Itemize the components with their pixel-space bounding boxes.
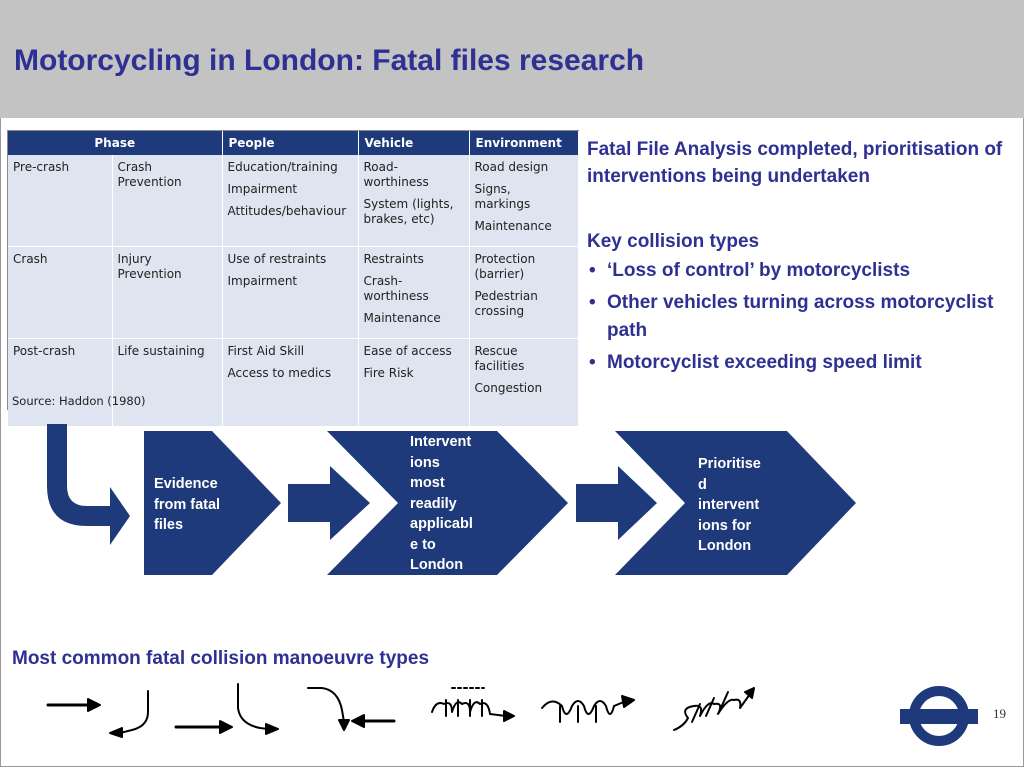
cell-entry: Protection(barrier) — [474, 252, 536, 281]
cell-entry: Attitudes/behaviour — [227, 204, 347, 218]
table-source: Source: Haddon (1980) — [12, 394, 146, 408]
cell-entry: Road-worthiness — [363, 160, 429, 189]
collision-type-label: Other vehicles turning across motorcycli… — [607, 292, 994, 341]
cell-entry: Maintenance — [363, 311, 441, 325]
bullet-icon: • — [589, 260, 596, 281]
slide-title: Motorcycling in London: Fatal files rese… — [14, 44, 645, 77]
collision-types-list: • ‘Loss of control’ by motorcyclists • Othe… — [587, 257, 1012, 377]
header-people: People — [222, 131, 359, 155]
bullet-icon: • — [589, 292, 596, 313]
key-findings: Fatal File Analysis completed, prioritis… — [587, 136, 1012, 381]
cell-entry: Road design — [474, 160, 549, 174]
cell-entry: Crash-worthiness — [363, 274, 429, 303]
cell-entry: Education/training — [227, 160, 338, 174]
cell-entry: Crash — [13, 252, 48, 266]
collision-type-label: ‘Loss of control’ by motorcyclists — [607, 260, 911, 281]
cell-entry: Impairment — [227, 274, 298, 288]
cell-entry: Post-crash — [13, 344, 76, 358]
collision-type-item: • Motorcyclist exceeding speed limit — [587, 349, 1012, 377]
manoeuvre-types-heading: Most common fatal collision manoeuvre ty… — [12, 648, 430, 669]
cell-entry: Access to medics — [227, 366, 332, 380]
cell-entry: Ease of access — [363, 344, 452, 358]
header-phase: Phase — [8, 131, 223, 155]
table-cell-phase: Crash — [8, 246, 113, 339]
cell-entry: Life sustaining — [117, 344, 205, 358]
table-cell-phase: Post-crash — [8, 338, 113, 427]
cell-entry: Signs,markings — [474, 182, 531, 211]
table-row: Post-crash Life sustaining First Aid Skill… — [8, 338, 579, 427]
cell-entry: Congestion — [474, 381, 543, 395]
cell-entry: Use of restraints — [227, 252, 327, 266]
collision-type-item: • Other vehicles turning across motorcycl… — [587, 289, 1012, 345]
collision-types-heading: Key collision types — [587, 231, 760, 252]
cell-entry: First Aid Skill — [227, 344, 305, 358]
table-header-row: Phase People Vehicle Environment — [8, 131, 579, 155]
analysis-status: Fatal File Analysis completed, prioritis… — [587, 139, 1003, 187]
header-environment: Environment — [469, 131, 579, 155]
cell-entry: System (lights,brakes, etc) — [363, 197, 454, 226]
header-vehicle: Vehicle — [358, 131, 470, 155]
collision-type-label: Motorcyclist exceeding speed limit — [607, 352, 922, 373]
cell-entry: Fire Risk — [363, 366, 414, 380]
slide-header: Motorcycling in London: Fatal files rese… — [0, 0, 1024, 118]
cell-entry: Pre-crash — [13, 160, 70, 174]
table-cell-phase: Pre-crash — [8, 155, 113, 247]
cell-entry: Restraints — [363, 252, 424, 266]
cell-entry: Impairment — [227, 182, 298, 196]
haddon-matrix: Phase People Vehicle Environment Pre-cra… — [7, 130, 579, 427]
table-cell-sub: Life sustaining — [112, 338, 223, 427]
cell-entry: Maintenance — [474, 219, 552, 233]
page-number: 19 — [993, 706, 1006, 721]
collision-type-item: • ‘Loss of control’ by motorcyclists — [587, 257, 1012, 285]
bullet-icon: • — [589, 352, 596, 373]
